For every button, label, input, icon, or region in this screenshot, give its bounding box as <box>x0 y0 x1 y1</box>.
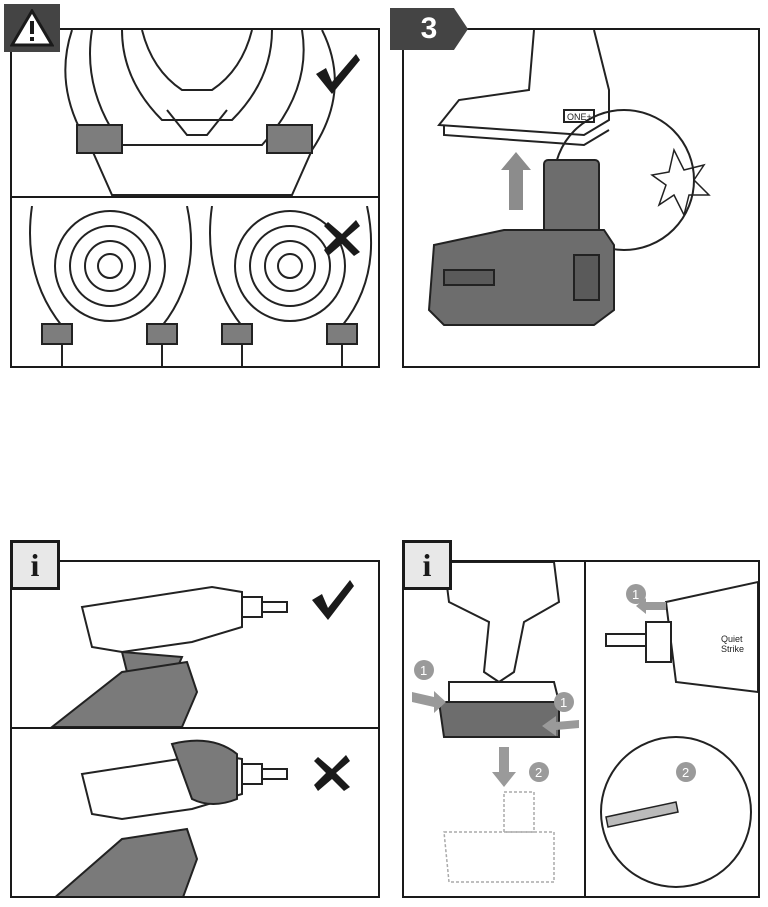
warning-panel <box>10 28 380 368</box>
cross-mark-icon <box>314 755 350 791</box>
bit-removal-illustration: 1 2 Quiet Strike <box>600 580 758 888</box>
info-icon: i <box>30 546 40 583</box>
cross-mark-icon <box>324 220 360 256</box>
drill-grip-correct-illustration <box>50 580 354 727</box>
info-badge-left: i <box>10 540 60 590</box>
info-grip-panel <box>10 560 380 898</box>
drill-grip-wrong-illustration <box>55 739 350 896</box>
step-number-badge: 3 <box>390 8 468 50</box>
warning-badge <box>4 4 60 52</box>
brand-label: Quiet <box>721 634 743 644</box>
collar-illustration-wrong-left <box>29 206 193 366</box>
check-mark-icon <box>312 580 354 620</box>
info-removal-panel: 1 1 2 1 2 Quiet Strike <box>402 560 760 898</box>
collar-illustration-wrong-right <box>209 206 373 366</box>
info-icon: i <box>422 546 432 583</box>
callout-number: 1 <box>560 695 567 710</box>
collar-illustration-correct <box>64 30 336 196</box>
callout-number: 1 <box>632 587 639 602</box>
info-badge-right: i <box>402 540 452 590</box>
battery-install-illustration: ONE+ <box>427 30 711 326</box>
battery-brand-label: ONE+ <box>567 112 592 122</box>
callout-number: 1 <box>420 663 427 678</box>
callout-number: 2 <box>682 765 689 780</box>
panel-divider <box>12 727 378 729</box>
callout-number: 2 <box>535 765 542 780</box>
panel-divider <box>584 562 586 896</box>
brand-label: Strike <box>721 644 744 654</box>
warning-triangle-icon <box>10 9 54 47</box>
battery-removal-illustration: 1 1 2 <box>412 562 579 883</box>
panel-divider <box>12 196 378 198</box>
step-number: 3 <box>420 12 438 45</box>
step-3-panel: ONE+ <box>402 28 760 368</box>
check-mark-icon <box>316 54 360 94</box>
